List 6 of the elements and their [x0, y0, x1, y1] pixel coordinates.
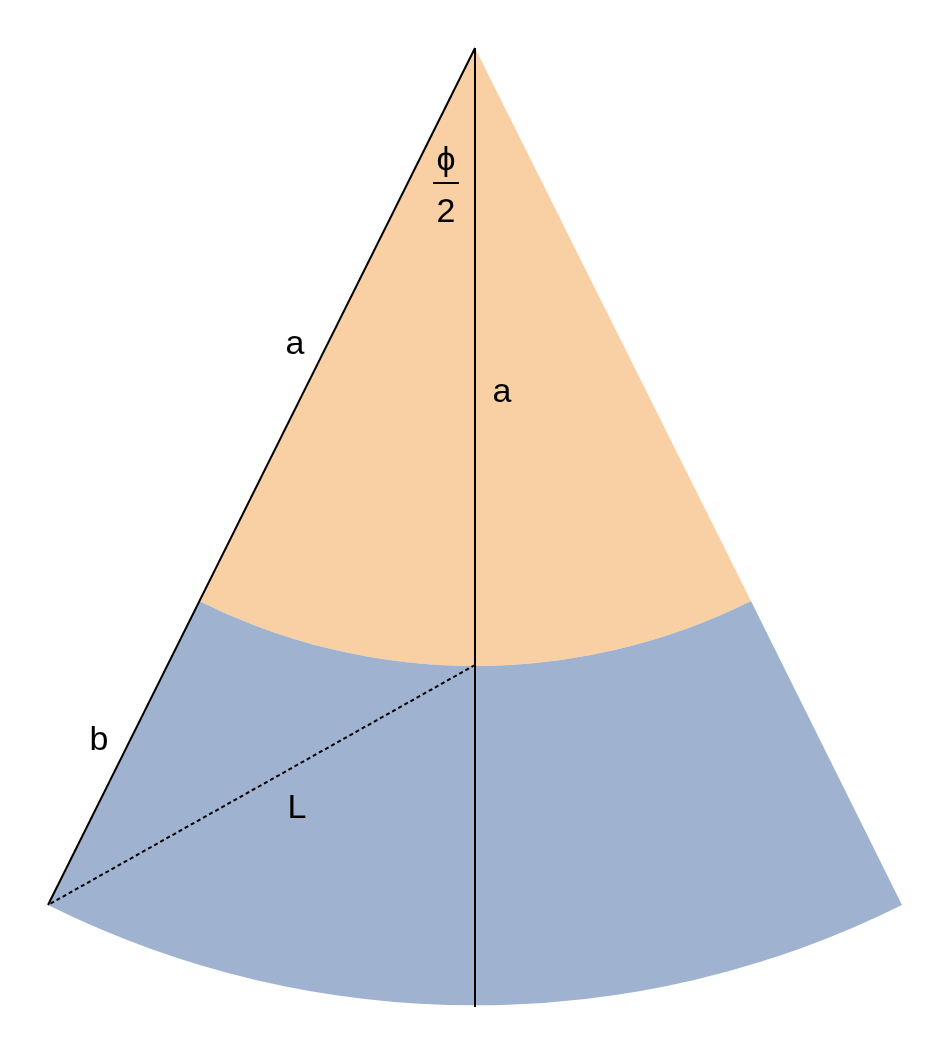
angle-label: ϕ [436, 141, 456, 175]
length-label: L [287, 789, 307, 823]
angle-label: 2 [436, 193, 456, 227]
length-label: a [285, 325, 305, 359]
length-label: b [89, 721, 109, 755]
length-label: a [492, 373, 512, 407]
